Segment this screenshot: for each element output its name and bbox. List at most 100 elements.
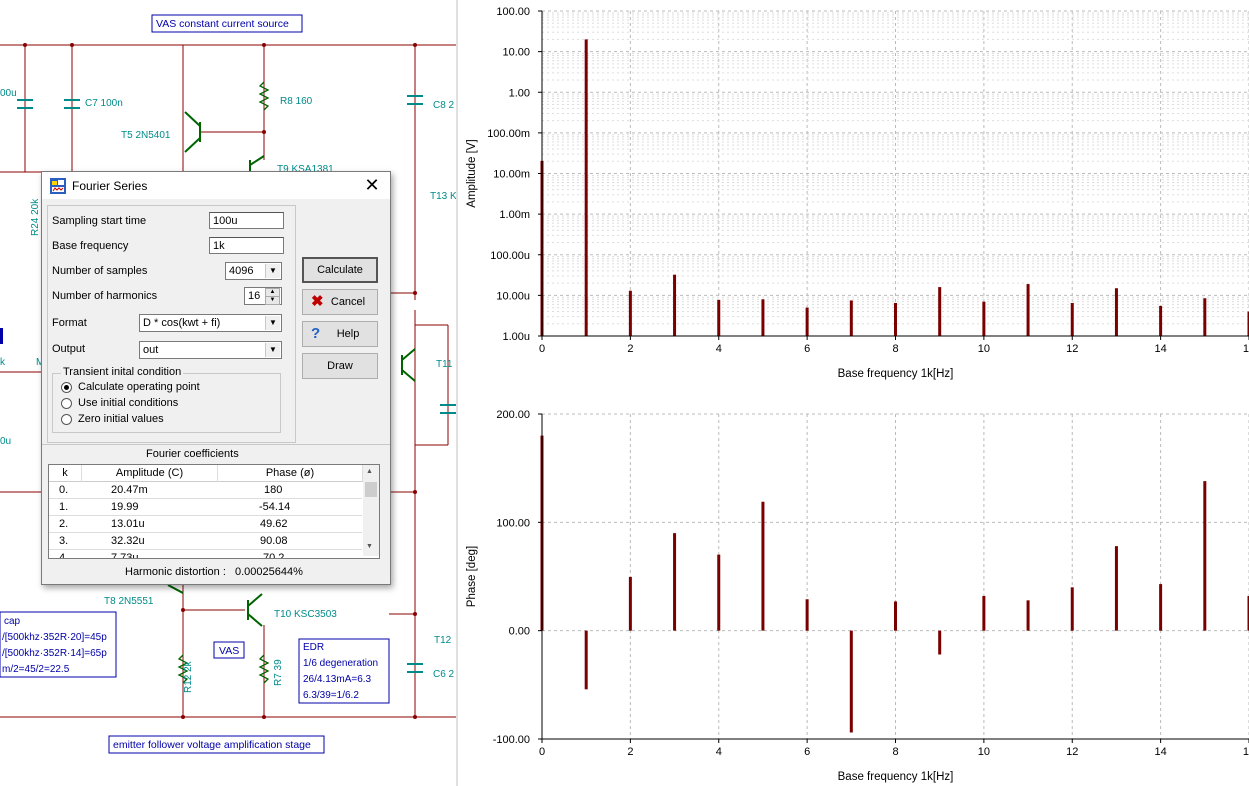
- x-tick-label: 16: [1243, 746, 1249, 758]
- table-row[interactable]: 1. 19.99 -54.14: [49, 499, 362, 516]
- y-tick-label: 100.00u: [490, 250, 530, 262]
- pane-divider[interactable]: [456, 0, 458, 786]
- x-tick-label: 12: [1066, 343, 1078, 355]
- fourier-app-icon: [50, 178, 66, 194]
- divider: [42, 444, 390, 445]
- cell-phase: 180: [264, 484, 283, 496]
- cell-phase: -54.14: [259, 501, 291, 513]
- x-tick-label: 8: [892, 343, 898, 355]
- cancel-button[interactable]: ✖ Cancel: [302, 289, 378, 315]
- x-tick-label: 14: [1155, 746, 1167, 758]
- col-header-amplitude[interactable]: Amplitude (C): [82, 465, 218, 482]
- cell-k: 1.: [59, 501, 69, 513]
- chevron-down-icon[interactable]: ▼: [265, 264, 280, 278]
- x-tick-label: 16: [1243, 343, 1249, 355]
- x-tick-label: 14: [1155, 343, 1167, 355]
- cell-phase: 70.2: [263, 552, 285, 559]
- x-tick-label: 8: [892, 746, 898, 758]
- x-tick-label: 6: [804, 746, 810, 758]
- table-row[interactable]: 3. 32.32u 90.08: [49, 533, 362, 550]
- cap-box-line-2: /[500khz·352R·20]=45p: [2, 632, 107, 643]
- cancel-button-label: Cancel: [330, 296, 366, 308]
- x-tick-label: 2: [627, 746, 633, 758]
- num-harmonics-stepper[interactable]: 16 ▲ ▼: [244, 287, 282, 305]
- col-header-phase[interactable]: Phase (ø): [218, 465, 363, 482]
- x-tick-label: 12: [1066, 746, 1078, 758]
- fourier-series-dialog: Fourier Series ✕ Sampling start time 100…: [41, 171, 391, 585]
- fourier-plots: 0246810121416100.0010.001.00100.00m10.00…: [466, 6, 1249, 783]
- x-tick-label: 4: [716, 343, 722, 355]
- format-label: Format: [52, 317, 87, 329]
- amplitude-bars: [540, 39, 1249, 336]
- cap-box-line-1: cap: [4, 616, 21, 627]
- table-row[interactable]: 2. 13.01u 49.62: [49, 516, 362, 533]
- label-t5: T5 2N5401: [121, 130, 171, 141]
- edr-box-line-1: EDR: [303, 642, 324, 653]
- y-tick-label: 10.00u: [496, 290, 530, 302]
- label-c6: C6 2: [433, 669, 455, 680]
- output-value: out: [143, 344, 159, 356]
- cell-k: 3.: [59, 535, 69, 547]
- cell-k: 4.: [59, 552, 69, 559]
- label-r8: R8 160: [280, 96, 313, 107]
- label-c8: C8 2: [433, 100, 455, 111]
- label-r7: R7 39: [273, 659, 284, 686]
- dialog-titlebar[interactable]: Fourier Series ✕: [42, 172, 390, 199]
- num-harmonics-label: Number of harmonics: [52, 290, 158, 302]
- draw-button[interactable]: Draw: [302, 353, 378, 379]
- phase-grid: [541, 413, 1249, 740]
- label-t9: T9 KSA1381: [277, 164, 334, 175]
- num-samples-select[interactable]: 4096 ▼: [225, 262, 282, 280]
- stepper-down-icon[interactable]: ▼: [265, 296, 280, 305]
- table-scrollbar[interactable]: ▲ ▼: [363, 465, 379, 556]
- cell-amplitude: 19.99: [111, 501, 139, 513]
- calculate-button[interactable]: Calculate: [302, 257, 378, 283]
- cell-amplitude: 7.73u: [111, 552, 139, 559]
- y-tick-label: 10.00: [502, 47, 530, 59]
- scroll-up-icon[interactable]: ▲: [366, 468, 373, 475]
- format-value: D * cos(kwt + fi): [143, 317, 221, 329]
- sampling-start-label: Sampling start time: [52, 215, 147, 227]
- scroll-down-icon[interactable]: ▼: [366, 543, 373, 550]
- coeff-title: Fourier coefficients: [146, 448, 239, 460]
- format-select[interactable]: D * cos(kwt + fi) ▼: [139, 314, 282, 332]
- cell-amplitude: 13.01u: [111, 518, 145, 530]
- transient-group-title: Transient inital condition: [61, 366, 184, 378]
- edr-box-line-2: 1/6 degeneration: [303, 658, 378, 669]
- help-button[interactable]: ? Help: [302, 321, 378, 347]
- y-tick-label: 0.00: [509, 626, 530, 638]
- coefficients-table[interactable]: k Amplitude (C) Phase (ø) 0. 20.47m 180 …: [48, 464, 380, 559]
- cell-amplitude: 32.32u: [111, 535, 145, 547]
- radio-zero-initial[interactable]: [61, 414, 72, 425]
- amplitude-grid: [541, 10, 1249, 337]
- y-tick-label: 100.00m: [487, 128, 530, 140]
- x-tick-label: 10: [978, 746, 990, 758]
- label-left-u: 0u: [0, 436, 11, 447]
- label-left-k: k: [0, 357, 6, 368]
- num-samples-value: 4096: [229, 265, 254, 277]
- schematic-canvas[interactable]: VAS constant current source R8 160 C7 10…: [0, 0, 458, 786]
- sampling-start-input[interactable]: 100u: [209, 212, 284, 229]
- chevron-down-icon[interactable]: ▼: [265, 316, 280, 330]
- cell-phase: 49.62: [260, 518, 288, 530]
- label-c7: C7 100n: [85, 98, 123, 109]
- radio-use-initial-label: Use initial conditions: [78, 397, 179, 409]
- thd-value: 0.00025644%: [235, 566, 303, 578]
- y-tick-label: 1.00: [509, 87, 530, 99]
- label-t11: T11 KSC: [436, 359, 458, 370]
- table-row[interactable]: 4. 7.73u 70.2: [49, 550, 362, 559]
- x-tick-label: 0: [539, 343, 545, 355]
- close-icon[interactable]: ✕: [364, 175, 380, 195]
- output-select[interactable]: out ▼: [139, 341, 282, 359]
- x-tick-label: 6: [804, 343, 810, 355]
- radio-use-initial[interactable]: [61, 398, 72, 409]
- cell-k: 0.: [59, 484, 69, 496]
- table-row[interactable]: 0. 20.47m 180: [49, 482, 362, 499]
- col-header-k[interactable]: k: [49, 465, 82, 482]
- label-t8: T8 2N5551: [104, 596, 154, 607]
- chevron-down-icon[interactable]: ▼: [265, 343, 280, 357]
- scrollbar-thumb[interactable]: [365, 482, 377, 497]
- label-r24: R24 20k: [30, 198, 41, 236]
- base-frequency-input[interactable]: 1k: [209, 237, 284, 254]
- radio-calculate-op[interactable]: [61, 382, 72, 393]
